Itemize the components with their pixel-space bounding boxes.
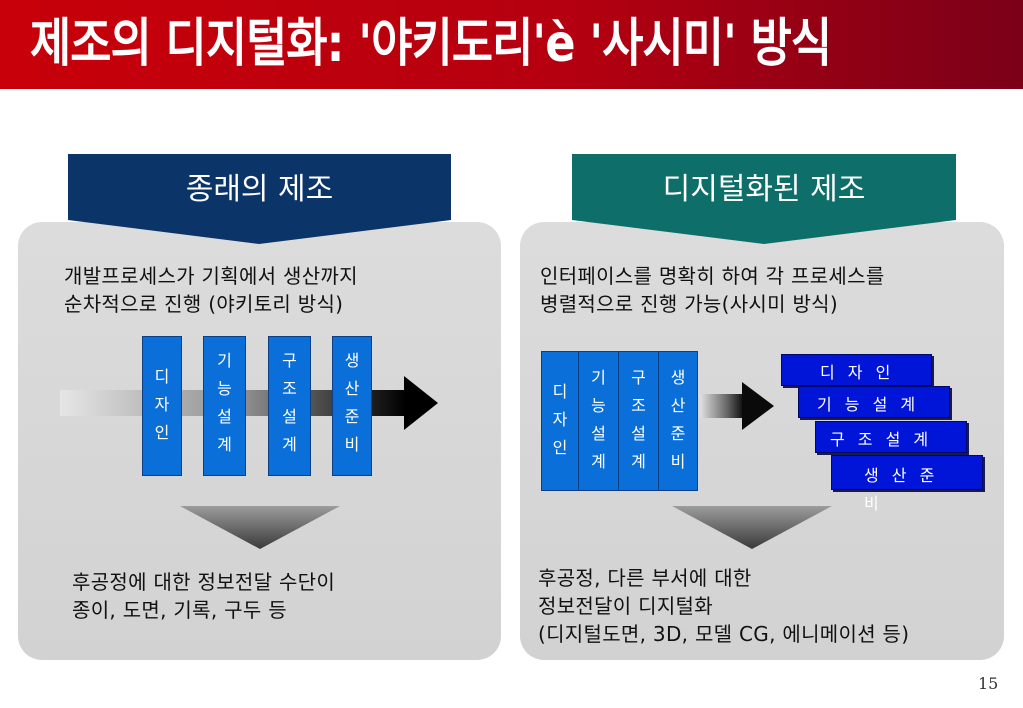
stage-char: 디 <box>552 382 568 401</box>
left-stage-design: 디 자 인 <box>142 336 182 476</box>
stage-char: 조 <box>631 396 646 415</box>
overlap-stage-label: 구 조 설 계 <box>830 430 933 449</box>
stage-char: 산 <box>670 396 686 415</box>
stage-char: 준 <box>344 407 360 426</box>
stage-char: 기 <box>591 368 606 387</box>
left-result-line: 후공정에 대한 정보전달 수단이 <box>72 570 336 594</box>
left-down-chevron <box>180 506 340 549</box>
left-header-label: 종래의 제조 <box>185 172 334 207</box>
slide-title: 제조의 디지털화: '야키도리'è '사시미' 방식 <box>30 14 832 74</box>
overlap-stage-label: 생 산 준 <box>864 466 939 485</box>
overlap-stage-production-prep: 생 산 준 <box>831 455 983 490</box>
right-description-line: 병렬적으로 진행 가능(사시미 방식) <box>540 292 838 316</box>
left-description-line: 순차적으로 진행 (야키토리 방식) <box>64 292 344 316</box>
overlap-stage-label: 기 능 설 계 <box>817 395 920 414</box>
right-flow-arrow <box>700 382 774 430</box>
right-description: 인터페이스를 명확히 하여 각 프로세스를 병렬적으로 진행 가능(사시미 방식… <box>540 262 885 318</box>
right-stage-structure-design: 구 조 설 계 <box>618 351 659 491</box>
stage-char: 비 <box>670 452 686 471</box>
stage-char: 생 <box>670 368 686 387</box>
stage-char: 설 <box>282 407 297 426</box>
overlap-stage-function-design: 기 능 설 계 <box>798 386 950 418</box>
right-result-line: 정보전달이 디지털화 <box>538 594 713 618</box>
left-stage-structure-design: 구 조 설 계 <box>268 336 311 476</box>
right-description-line: 인터페이스를 명확히 하여 각 프로세스를 <box>540 264 885 288</box>
title-bar: 제조의 디지털화: '야키도리'è '사시미' 방식 <box>0 0 1023 89</box>
stage-char: 구 <box>282 351 297 370</box>
stage-char: 자 <box>552 410 568 429</box>
left-header-shape <box>68 154 451 244</box>
right-stage-design: 디 자 인 <box>541 351 579 491</box>
stage-char: 조 <box>282 379 297 398</box>
left-stage-function-design: 기 능 설 계 <box>203 336 246 476</box>
left-stage-production-prep: 생 산 준 비 <box>332 336 372 476</box>
right-down-chevron <box>672 506 832 549</box>
stage-char: 설 <box>591 424 606 443</box>
stage-char: 계 <box>217 435 232 454</box>
right-stage-function-design: 기 능 설 계 <box>578 351 619 491</box>
stage-char: 계 <box>631 452 646 471</box>
left-panel <box>18 222 501 660</box>
stage-char: 산 <box>344 379 360 398</box>
stage-char: 계 <box>591 452 606 471</box>
overlap-stage-label: 디 자 인 <box>820 363 895 382</box>
overlap-stage-design: 디 자 인 <box>781 354 932 386</box>
right-result: 후공정, 다른 부서에 대한 정보전달이 디지털화 (디지털도면, 3D, 모델… <box>538 564 909 648</box>
left-result: 후공정에 대한 정보전달 수단이 종이, 도면, 기록, 구두 등 <box>72 568 335 624</box>
left-flow-arrow <box>60 376 438 430</box>
stage-char: 설 <box>217 407 232 426</box>
page-number: 15 <box>978 674 999 693</box>
right-result-line: 후공정, 다른 부서에 대한 <box>538 566 752 590</box>
stage-char: 구 <box>631 368 646 387</box>
left-result-line: 종이, 도면, 기록, 구두 등 <box>72 598 287 622</box>
stage-char: 비 <box>344 435 360 454</box>
stage-char: 능 <box>217 379 232 398</box>
stage-char: 설 <box>631 424 646 443</box>
stage-char: 기 <box>217 351 232 370</box>
right-result-line: (디지털도면, 3D, 모델 CG, 에니메이션 등) <box>538 622 910 646</box>
stage-char: 인 <box>552 438 568 457</box>
right-stage-production-prep: 생 산 준 비 <box>658 351 698 491</box>
right-header-label: 디지털화된 제조 <box>662 172 866 207</box>
stage-char: 자 <box>154 395 170 414</box>
overlap-stage-structure-design: 구 조 설 계 <box>815 421 967 453</box>
left-description-line: 개발프로세스가 기획에서 생산까지 <box>64 264 358 288</box>
left-description: 개발프로세스가 기획에서 생산까지 순차적으로 진행 (야키토리 방식) <box>64 262 358 318</box>
stage-char: 생 <box>344 351 360 370</box>
stage-char: 인 <box>154 423 170 442</box>
overlap-stage-overflow-char: 비 <box>864 494 879 513</box>
stage-char: 계 <box>282 435 297 454</box>
stage-char: 능 <box>591 396 606 415</box>
stage-char: 준 <box>670 424 686 443</box>
stage-char: 디 <box>154 367 170 386</box>
right-header-shape <box>572 154 956 244</box>
